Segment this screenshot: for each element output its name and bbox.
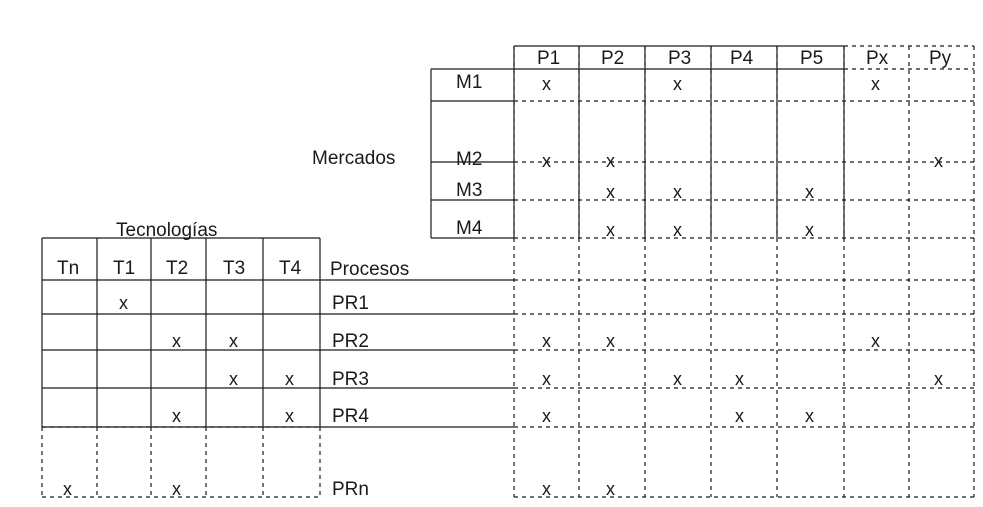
- mark-pr4-p1: x: [542, 406, 551, 426]
- mark-m2-py: x: [934, 151, 943, 171]
- mark-prn-t2: x: [172, 479, 181, 499]
- mark-prn-p2: x: [606, 479, 615, 499]
- mark-m1-p1: x: [542, 74, 551, 94]
- mark-m4-p3: x: [673, 220, 682, 240]
- tech-header-t2: T2: [166, 258, 188, 279]
- mark-pr3-t3: x: [229, 369, 238, 389]
- mark-pr3-t4: x: [285, 369, 294, 389]
- product-header-p5: P5: [800, 48, 823, 69]
- mark-pr2-t3: x: [229, 331, 238, 351]
- process-header-pr1: PR1: [332, 293, 369, 314]
- mark-pr3-py: x: [934, 369, 943, 389]
- mark-m4-p5: x: [805, 220, 814, 240]
- mark-pr2-t2: x: [172, 331, 181, 351]
- mark-prn-p1: x: [542, 479, 551, 499]
- technologies-label: Tecnologías: [116, 220, 217, 241]
- product-header-p3: P3: [668, 48, 691, 69]
- process-header-pr2: PR2: [332, 331, 369, 352]
- market-header-m2: M2: [456, 149, 482, 170]
- tech-header-tn: Tn: [57, 258, 79, 279]
- tech-header-t3: T3: [223, 258, 245, 279]
- mark-pr1-t1: x: [119, 293, 128, 313]
- process-header-prn: PRn: [332, 479, 369, 500]
- mark-pr4-t2: x: [172, 406, 181, 426]
- mark-pr4-p4: x: [735, 406, 744, 426]
- mark-pr3-p3: x: [673, 369, 682, 389]
- mark-m3-p5: x: [805, 182, 814, 202]
- product-headers: P1 P2 P3 P4 P5 Px Py: [537, 48, 952, 69]
- product-header-px: Px: [866, 48, 889, 69]
- mark-pr2-px: x: [871, 331, 880, 351]
- product-header-p1: P1: [537, 48, 560, 69]
- process-header-pr4: PR4: [332, 406, 369, 427]
- product-header-py: Py: [929, 48, 952, 69]
- mark-pr4-t4: x: [285, 406, 294, 426]
- markets-label: Mercados: [312, 148, 395, 169]
- mark-m2-p2: x: [606, 151, 615, 171]
- technology-headers: Tn T1 T2 T3 T4: [57, 258, 302, 279]
- market-header-m3: M3: [456, 180, 482, 201]
- mark-m3-p3: x: [673, 182, 682, 202]
- mark-pr3-p4: x: [735, 369, 744, 389]
- market-header-m1: M1: [456, 72, 482, 93]
- mark-pr2-p2: x: [606, 331, 615, 351]
- tech-header-t1: T1: [113, 258, 135, 279]
- mark-m3-p2: x: [606, 182, 615, 202]
- product-header-p2: P2: [601, 48, 624, 69]
- mark-m1-px: x: [871, 74, 880, 94]
- mark-pr3-p1: x: [542, 369, 551, 389]
- product-header-p4: P4: [730, 48, 754, 69]
- mark-m1-p3: x: [673, 74, 682, 94]
- tech-header-t4: T4: [279, 258, 302, 279]
- mark-m4-p2: x: [606, 220, 615, 240]
- mark-pr2-p1: x: [542, 331, 551, 351]
- market-header-m4: M4: [456, 218, 483, 239]
- process-header-pr3: PR3: [332, 369, 369, 390]
- grid-lines: [41, 45, 975, 498]
- mark-m2-p1: x: [542, 151, 551, 171]
- mark-pr4-p5: x: [805, 406, 814, 426]
- processes-label: Procesos: [330, 259, 409, 280]
- mark-prn-tn: x: [63, 479, 72, 499]
